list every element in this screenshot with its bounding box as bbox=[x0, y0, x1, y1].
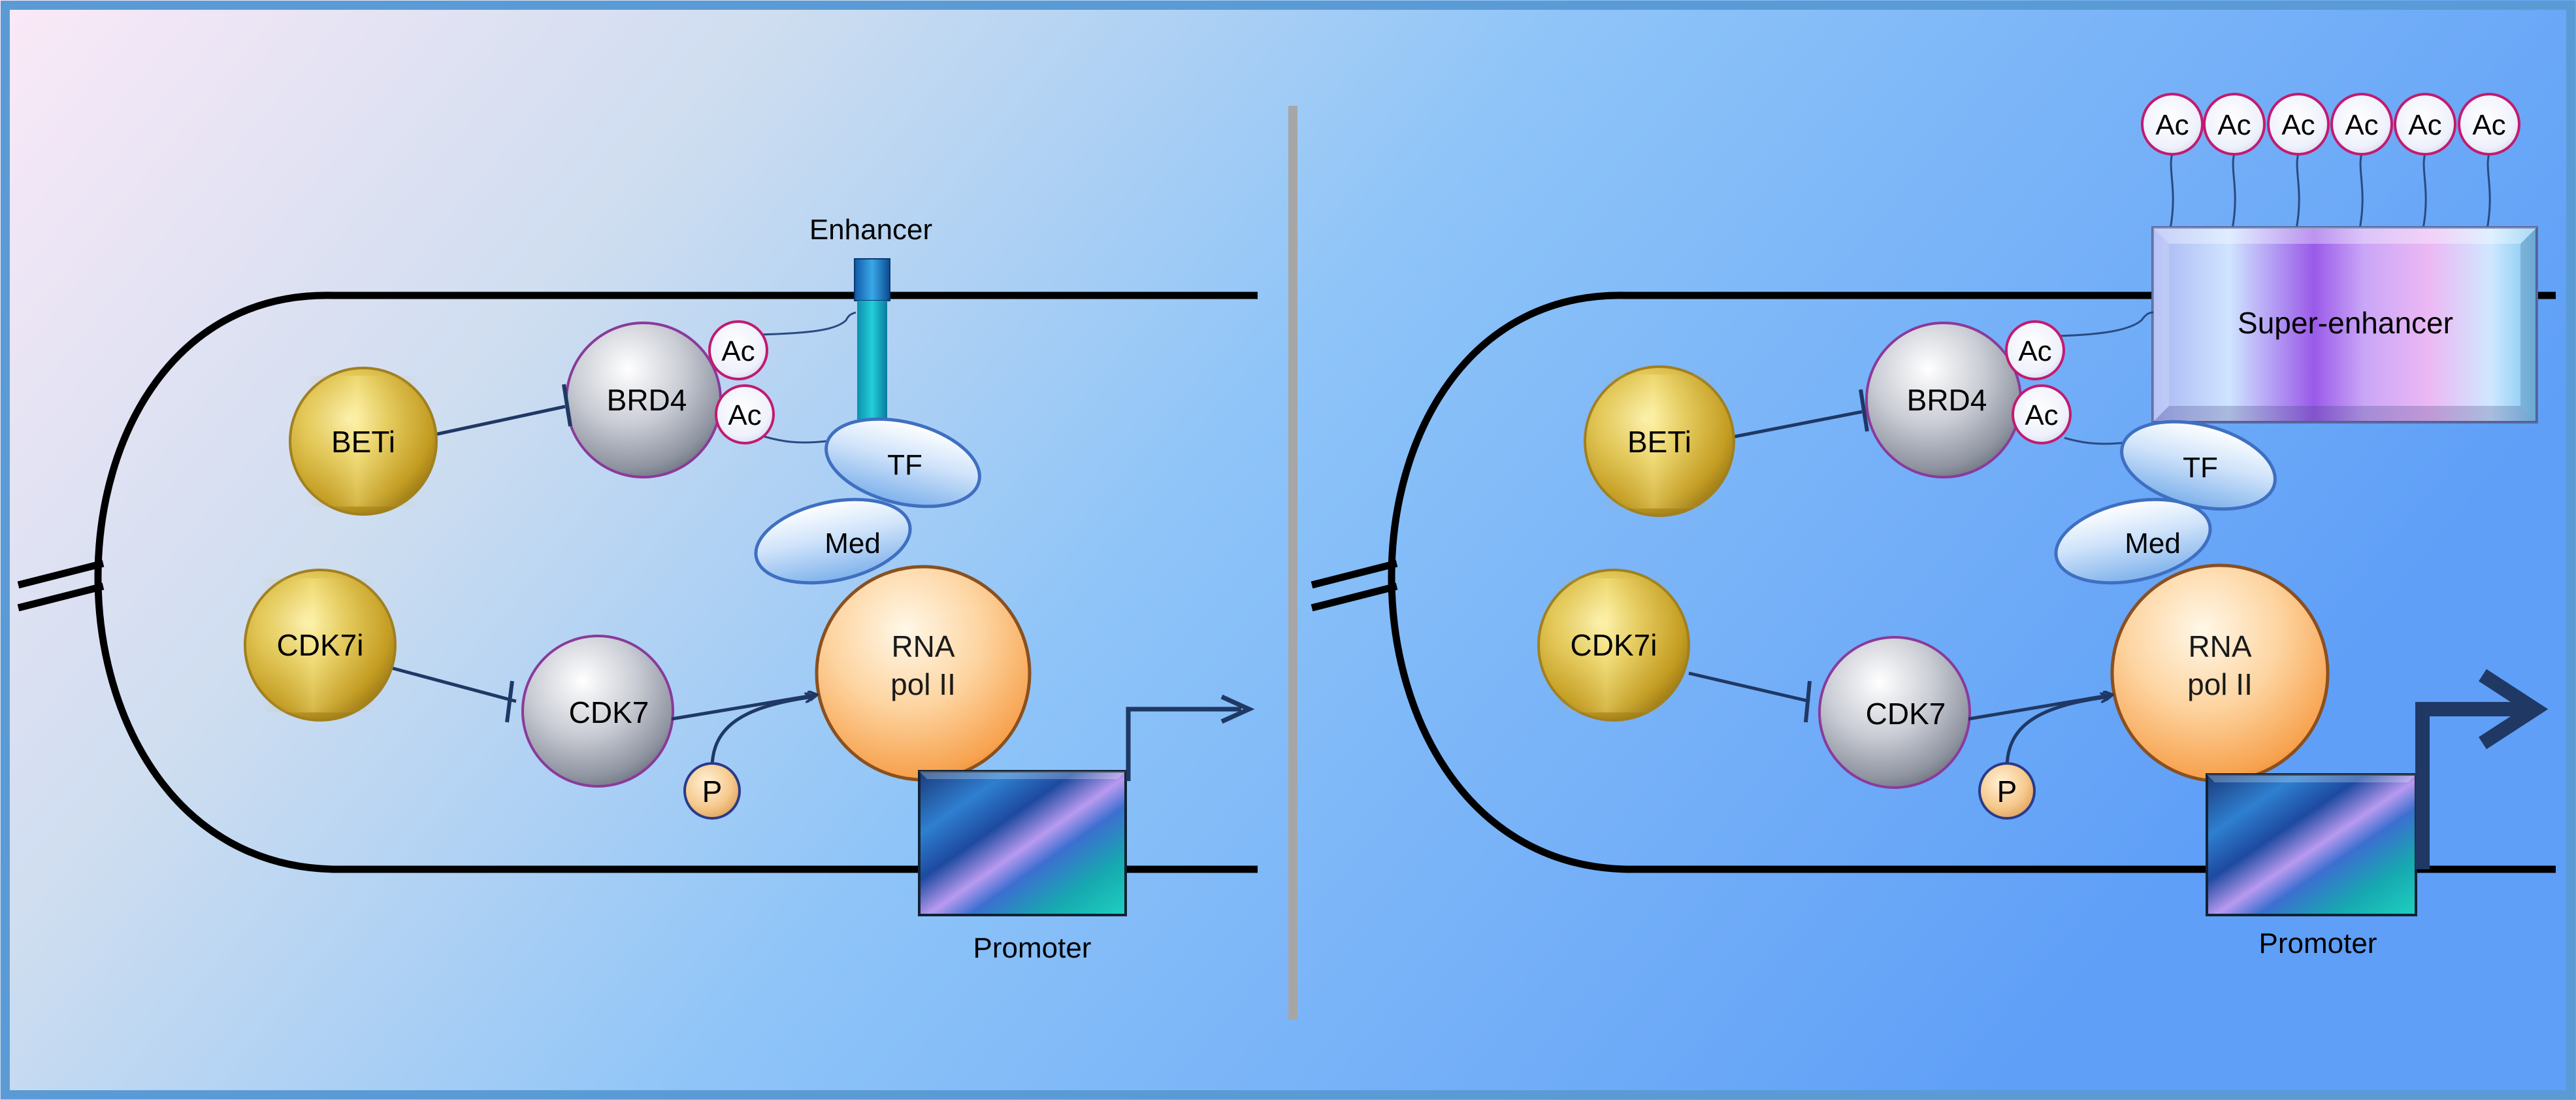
left-cdk7i-inhibition-bar bbox=[505, 680, 514, 723]
svg-text:Ac: Ac bbox=[728, 399, 761, 431]
svg-text:P: P bbox=[702, 775, 723, 808]
left-phospho: P bbox=[683, 762, 741, 820]
left-enhancer-stem bbox=[857, 301, 887, 431]
left-cdk7-label: CDK7 bbox=[569, 695, 649, 729]
right-super-enhancer: Super-enhancer bbox=[2151, 226, 2538, 424]
left-ac2-tether bbox=[764, 435, 827, 444]
right-med-label: Med bbox=[2125, 527, 2181, 559]
left-beti-inhibition-line bbox=[434, 405, 566, 437]
right-panel: Ac Ac Ac Ac Ac Ac bbox=[1311, 93, 2556, 959]
right-phospho-arrow bbox=[2005, 697, 2109, 769]
right-transcription-arrow bbox=[2415, 702, 2522, 869]
right-cdk7i-inhibition-line bbox=[1688, 671, 1810, 703]
right-transcription-arrowhead bbox=[2479, 669, 2549, 750]
left-cdk7i-inhibition-line bbox=[386, 665, 517, 703]
svg-text:Ac: Ac bbox=[2155, 109, 2189, 141]
svg-text:Ac: Ac bbox=[2018, 335, 2051, 367]
left-ac1-tether bbox=[757, 311, 856, 336]
right-ac-top-2: Ac bbox=[2203, 93, 2266, 156]
right-ac-top-4: Ac bbox=[2330, 93, 2393, 156]
svg-text:RNA: RNA bbox=[891, 629, 954, 663]
right-tf: TF bbox=[2120, 420, 2277, 511]
right-beti: BETi bbox=[1584, 365, 1735, 517]
left-rna-pol-ii: RNA pol II bbox=[815, 565, 1032, 782]
left-med-label: Med bbox=[824, 527, 881, 559]
right-super-enhancer-label: Super-enhancer bbox=[2238, 306, 2453, 340]
right-ac-top-5: Ac bbox=[2394, 93, 2456, 156]
right-brd4-label: BRD4 bbox=[1907, 383, 1987, 417]
left-cdk7i: CDK7i bbox=[244, 569, 397, 722]
right-ac-2: Ac bbox=[2012, 384, 2072, 444]
right-cdk7i: CDK7i bbox=[1537, 569, 1690, 722]
right-ac-stems bbox=[2169, 153, 2491, 229]
right-ac-1: Ac bbox=[2005, 320, 2065, 380]
panel-divider bbox=[1288, 106, 1297, 1020]
left-cdk7: CDK7 bbox=[521, 635, 674, 788]
right-promoter bbox=[2206, 773, 2417, 916]
svg-text:Ac: Ac bbox=[2281, 109, 2315, 141]
left-transcription-arrow bbox=[1126, 707, 1241, 781]
svg-text:pol II: pol II bbox=[2187, 667, 2253, 701]
right-ac-top-3: Ac bbox=[2267, 93, 2330, 156]
left-dna-break-icon bbox=[17, 559, 105, 612]
right-cdk7i-inhibition-bar bbox=[1804, 680, 1812, 723]
svg-text:Ac: Ac bbox=[2217, 109, 2251, 141]
svg-text:Ac: Ac bbox=[2345, 109, 2378, 141]
left-cdk7i-label: CDK7i bbox=[277, 628, 364, 662]
left-promoter bbox=[918, 770, 1127, 916]
left-tf-label: TF bbox=[887, 449, 922, 481]
right-tf-label: TF bbox=[2183, 452, 2218, 484]
left-enhancer-label: Enhancer bbox=[809, 214, 932, 246]
left-brd4: BRD4 bbox=[565, 322, 722, 478]
right-cdk7: CDK7 bbox=[1818, 636, 1971, 789]
svg-text:P: P bbox=[1997, 775, 2017, 808]
right-beti-label: BETi bbox=[1627, 425, 1691, 459]
left-panel: Enhancer Med TF BRD4 Ac Ac bbox=[17, 214, 1258, 964]
right-ac2-tether bbox=[2064, 437, 2127, 445]
left-med: Med bbox=[754, 497, 912, 585]
right-med: Med bbox=[2054, 497, 2212, 585]
right-ac1-tether bbox=[2057, 311, 2154, 337]
left-ac-1: Ac bbox=[708, 320, 768, 380]
right-cdk7i-label: CDK7i bbox=[1571, 628, 1657, 662]
right-rna-pol-ii: RNA pol II bbox=[2110, 563, 2330, 783]
left-brd4-label: BRD4 bbox=[607, 383, 687, 417]
svg-text:Ac: Ac bbox=[2472, 109, 2505, 141]
left-transcription-arrowhead bbox=[1220, 694, 1255, 724]
left-promoter-label: Promoter bbox=[973, 932, 1092, 964]
right-brd4: BRD4 bbox=[1865, 322, 2022, 478]
left-beti: BETi bbox=[289, 367, 438, 516]
right-beti-inhibition-line bbox=[1734, 410, 1863, 439]
right-dna-break-icon bbox=[1311, 559, 1398, 612]
right-promoter-label: Promoter bbox=[2259, 927, 2377, 959]
left-phospho-arrow bbox=[710, 697, 813, 769]
right-beti-inhibition-bar bbox=[1859, 389, 1869, 432]
left-dna-loop bbox=[94, 292, 1258, 873]
right-dna-loop bbox=[1388, 292, 2556, 873]
svg-text:Ac: Ac bbox=[721, 335, 755, 367]
svg-text:Ac: Ac bbox=[2408, 109, 2441, 141]
right-phospho: P bbox=[1978, 762, 2036, 820]
right-ac-top-6: Ac bbox=[2458, 93, 2520, 156]
right-ac-top-1: Ac bbox=[2141, 93, 2204, 156]
svg-text:Ac: Ac bbox=[2025, 399, 2058, 431]
right-ac-top-row: Ac Ac Ac Ac Ac Ac bbox=[2141, 93, 2520, 156]
svg-text:RNA: RNA bbox=[2188, 629, 2251, 663]
left-enhancer-bar bbox=[854, 258, 890, 301]
left-beti-inhibition-bar bbox=[562, 384, 572, 427]
right-cdk7-label: CDK7 bbox=[1866, 697, 1946, 731]
left-beti-label: BETi bbox=[331, 425, 395, 459]
left-ac-2: Ac bbox=[715, 384, 775, 444]
left-tf: TF bbox=[824, 417, 981, 508]
svg-text:pol II: pol II bbox=[890, 667, 956, 701]
